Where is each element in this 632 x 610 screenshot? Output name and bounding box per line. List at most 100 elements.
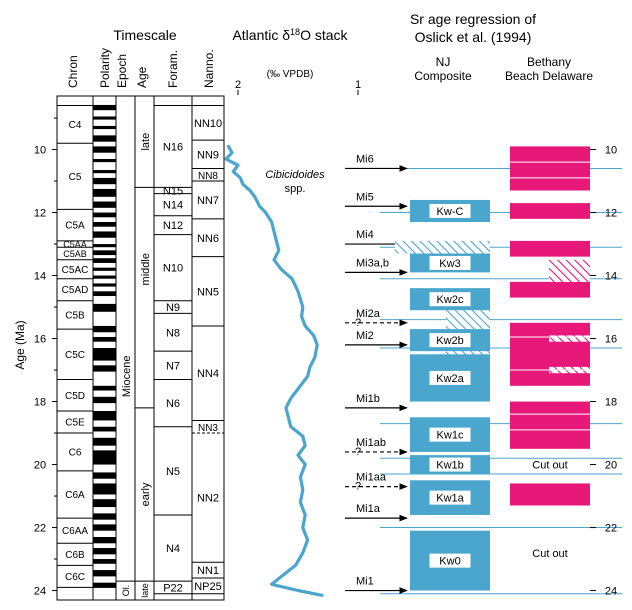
right-age-label: 16 (605, 334, 617, 346)
mi-event-label: Mi5 (356, 191, 374, 203)
right-age-label: 20 (605, 460, 617, 472)
polarity-normal-band (93, 450, 116, 465)
polarity-normal-band (93, 365, 116, 372)
polarity-normal-band (93, 267, 116, 271)
nj-unit-label: Kw2c (437, 294, 464, 306)
mi-events: Mi6Mi5Mi4Mi3a,bMi2a?Mi2Mi1bMi1ab?Mi1aa?M… (345, 153, 408, 594)
bb-cut-out-label: Cut out (532, 460, 567, 472)
chron-label: C6C (65, 572, 85, 583)
foram-zone-label: P22 (163, 582, 183, 594)
polarity-normal-band (93, 411, 116, 421)
mi-event-question: ? (355, 317, 361, 329)
polarity-normal-band (93, 336, 116, 342)
nj-unit-label: Kw3 (439, 258, 460, 270)
nj-header-1: NJ (436, 55, 451, 69)
nanno-zone-label: NN3 (198, 423, 218, 434)
polarity-normal-band (93, 396, 116, 404)
polarity-normal-band (93, 116, 116, 120)
polarity-normal-band (93, 325, 116, 333)
y-tick-label: 24 (34, 586, 46, 598)
polarity-normal-band (93, 177, 116, 185)
epoch-oligocene: Ol. (121, 585, 131, 597)
foram-zone-label: N9 (166, 302, 180, 314)
polarity-normal-band (93, 283, 116, 287)
mi-event-label: Mi1aa (356, 472, 387, 484)
bb-hatched-range (549, 335, 590, 342)
polarity-normal-band (93, 291, 116, 297)
mi-event-question: ? (355, 481, 361, 493)
d18o-curve (224, 144, 324, 597)
d18o-units: (‰ VPDB) (267, 69, 314, 80)
mi-event-label: Mi1ab (356, 437, 386, 449)
d18o-tick-2: 2 (235, 79, 241, 91)
nanno-zone-label: NN10 (194, 118, 222, 130)
chron-label: C5AA (63, 240, 87, 250)
nanno-zone-label: NP25 (194, 581, 222, 593)
chron-label: C5 (69, 172, 82, 183)
mi-event-label: Mi1a (356, 503, 381, 515)
right-age-label: 10 (605, 145, 617, 157)
polarity-normal-band (93, 105, 116, 111)
polarity-normal-band (93, 201, 116, 208)
polarity-normal-band (93, 135, 116, 142)
foram-zone-label: N4 (166, 543, 180, 555)
polarity-normal-band (93, 348, 116, 361)
polarity-normal-band (93, 437, 116, 446)
species-label-1: Cibicidoides (265, 169, 325, 181)
mi-event-question: ? (355, 446, 361, 458)
bb-unit-box (510, 483, 590, 506)
nanno-zone-label: NN9 (197, 149, 219, 161)
polarity-normal-band (93, 275, 116, 279)
bb-unit-box (510, 322, 590, 386)
nanno-zone-label: NN5 (197, 286, 219, 298)
bb-unit-box (510, 203, 590, 219)
sr-title-line-2: Oslick et al. (1994) (415, 29, 532, 45)
right-age-label: 14 (605, 271, 617, 283)
polarity-normal-band (93, 570, 116, 577)
col-header-chron: Chron (66, 55, 80, 88)
nj-unit-label-bg (428, 202, 472, 219)
y-tick-label: 22 (34, 523, 46, 535)
d18o-curve-line (224, 144, 324, 597)
polarity-normal-band (93, 537, 116, 544)
nj-header-2: Composite (414, 69, 472, 83)
nanno-zone-label: NN2 (197, 493, 219, 505)
col-header-age: Age (135, 66, 149, 88)
polarity-normal-band (93, 524, 116, 531)
y-tick-label: 12 (34, 208, 46, 220)
mi-event-label: Mi1 (356, 576, 374, 588)
nj-unit-label: Kw0 (439, 556, 460, 568)
nj-unit-label: Kw2b (436, 335, 464, 347)
age-label: late (140, 133, 152, 151)
mi-event-label: Mi4 (356, 229, 374, 241)
polarity-normal-band (93, 170, 116, 174)
epoch-miocene: Miocene (121, 356, 133, 398)
foram-zone-label: N5 (166, 466, 180, 478)
y-tick-label: 18 (34, 397, 46, 409)
y-tick-label: 20 (34, 460, 46, 472)
polarity-normal-band (93, 212, 116, 218)
nj-unit-label-bg (428, 456, 472, 473)
polarity-normal-band (93, 513, 116, 520)
nanno-zone-label: NN6 (197, 233, 219, 245)
timescale-title: Timescale (113, 27, 176, 43)
mi-event-label: Mi2a (356, 308, 381, 320)
d18o-title: Atlantic δ18O stack (232, 27, 348, 43)
chron-label: C6B (65, 550, 85, 561)
foram-zone-label: N15 (163, 186, 183, 198)
nj-hatched-range (395, 240, 490, 254)
polarity-normal-band (93, 426, 116, 432)
polarity-normal-band (93, 159, 116, 163)
nj-unit-label: Kw1c (437, 430, 464, 442)
bb-cut-out-label: Cut out (532, 548, 567, 560)
polarity-normal-band (93, 231, 116, 238)
age-label: middle (140, 253, 152, 285)
polarity-normal-band (93, 582, 116, 588)
chron-label: C5B (65, 310, 85, 321)
polarity-normal-band (93, 244, 116, 248)
nj-unit-label-bg (428, 254, 472, 271)
chron-label: C6AA (62, 526, 88, 537)
nj-unit-label-bg (428, 552, 472, 569)
